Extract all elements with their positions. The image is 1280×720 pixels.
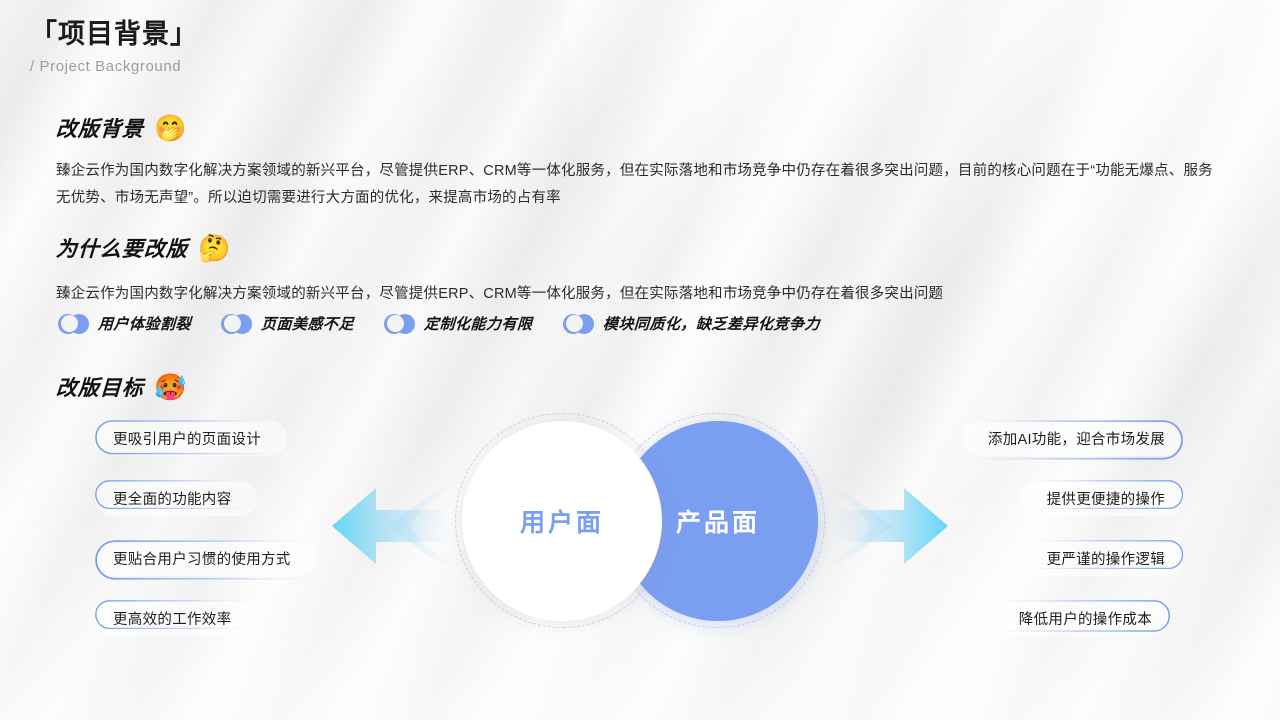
- circle-product-label: 产品面: [675, 509, 760, 537]
- goal-pill-left[interactable]: 更高效的工作效率: [95, 600, 258, 636]
- pill-outline: [95, 540, 317, 580]
- section-heading-label: 改版背景: [55, 118, 145, 141]
- goal-pill-left[interactable]: 更贴合用户习惯的使用方式: [95, 540, 317, 580]
- two-circles-icon: [221, 313, 253, 334]
- key-point-item[interactable]: 页面美感不足: [221, 313, 354, 334]
- goal-pill-right[interactable]: 添加AI功能，迎合市场发展: [961, 420, 1183, 460]
- goal-pill-label: 更高效的工作效率: [113, 611, 232, 628]
- slide-title-block: 「项目背景」 / Project Background: [30, 18, 198, 75]
- shushing-coffee-face-emoji: 🤭: [154, 113, 187, 143]
- key-points-row: 用户体验割裂 页面美感不足 定制化能力有限 模块同质化，缺乏差异化竞争力: [58, 313, 820, 334]
- pill-outline: [962, 420, 1183, 460]
- key-point-label: 模块同质化，缺乏差异化竞争力: [602, 316, 820, 333]
- section-heading-label: 为什么要改版: [55, 238, 189, 261]
- goal-pill-right[interactable]: 降低用户的操作成本: [992, 600, 1170, 636]
- circle-user-side: 用户面: [462, 421, 662, 621]
- thinking-question-face-emoji: 🤔: [198, 233, 231, 263]
- two-circles-icon: [58, 313, 89, 334]
- two-circles-icon: [562, 313, 594, 334]
- key-point-label: 用户体验割裂: [97, 316, 192, 333]
- pill-outline: [1020, 480, 1183, 510]
- key-point-item[interactable]: 模块同质化，缺乏差异化竞争力: [562, 313, 820, 334]
- goal-pill-left[interactable]: 更全面的功能内容: [95, 480, 258, 516]
- arrow-left-icon: [332, 480, 460, 572]
- goal-pill-label: 更吸引用户的页面设计: [113, 431, 261, 448]
- goal-pill-right[interactable]: 更严谨的操作逻辑: [1020, 540, 1183, 576]
- section-heading-revision-goal: 改版目标 🥵: [55, 372, 187, 402]
- page-title: 「项目背景」: [30, 19, 198, 49]
- goal-pill-label: 降低用户的操作成本: [1018, 611, 1152, 628]
- headband-determined-face-emoji: 🥵: [154, 372, 187, 402]
- goal-pill-label: 更贴合用户习惯的使用方式: [113, 551, 291, 568]
- section-paragraph-revision-background: 臻企云作为国内数字化解决方案领域的新兴平台，尽管提供ERP、CRM等一体化服务，…: [56, 163, 1213, 206]
- page-subtitle: / Project Background: [30, 57, 182, 75]
- goal-pill-left[interactable]: 更吸引用户的页面设计: [95, 420, 287, 456]
- pill-outline: [95, 480, 258, 510]
- goal-pill-label: 更严谨的操作逻辑: [1046, 551, 1165, 568]
- pill-outline: [95, 600, 258, 630]
- goal-pill-label: 更全面的功能内容: [113, 491, 232, 508]
- key-point-label: 定制化能力有限: [423, 316, 533, 333]
- pill-outline: [1020, 540, 1183, 570]
- two-circles-icon: [384, 313, 416, 334]
- goal-pill-right[interactable]: 提供更便捷的操作: [1020, 480, 1183, 516]
- section-heading-revision-background: 改版背景 🤭: [55, 113, 187, 143]
- circle-user-label: 用户面: [519, 509, 604, 537]
- goal-pill-label: 添加AI功能，迎合市场发展: [987, 431, 1165, 448]
- key-point-item[interactable]: 用户体验割裂: [58, 313, 191, 334]
- section-paragraph-why-revise: 臻企云作为国内数字化解决方案领域的新兴平台，尽管提供ERP、CRM等一体化服务，…: [56, 286, 944, 302]
- pill-outline: [95, 420, 287, 455]
- arrow-right-icon: [820, 480, 948, 572]
- key-point-item[interactable]: 定制化能力有限: [384, 313, 533, 334]
- section-heading-why-revise: 为什么要改版 🤔: [55, 233, 231, 263]
- key-point-label: 页面美感不足: [260, 316, 355, 333]
- goal-diagram: 产品面 用户面 更吸引用户的页面设计: [0, 398, 1280, 678]
- goal-pill-label: 提供更便捷的操作: [1046, 491, 1165, 508]
- pill-outline: [992, 600, 1170, 632]
